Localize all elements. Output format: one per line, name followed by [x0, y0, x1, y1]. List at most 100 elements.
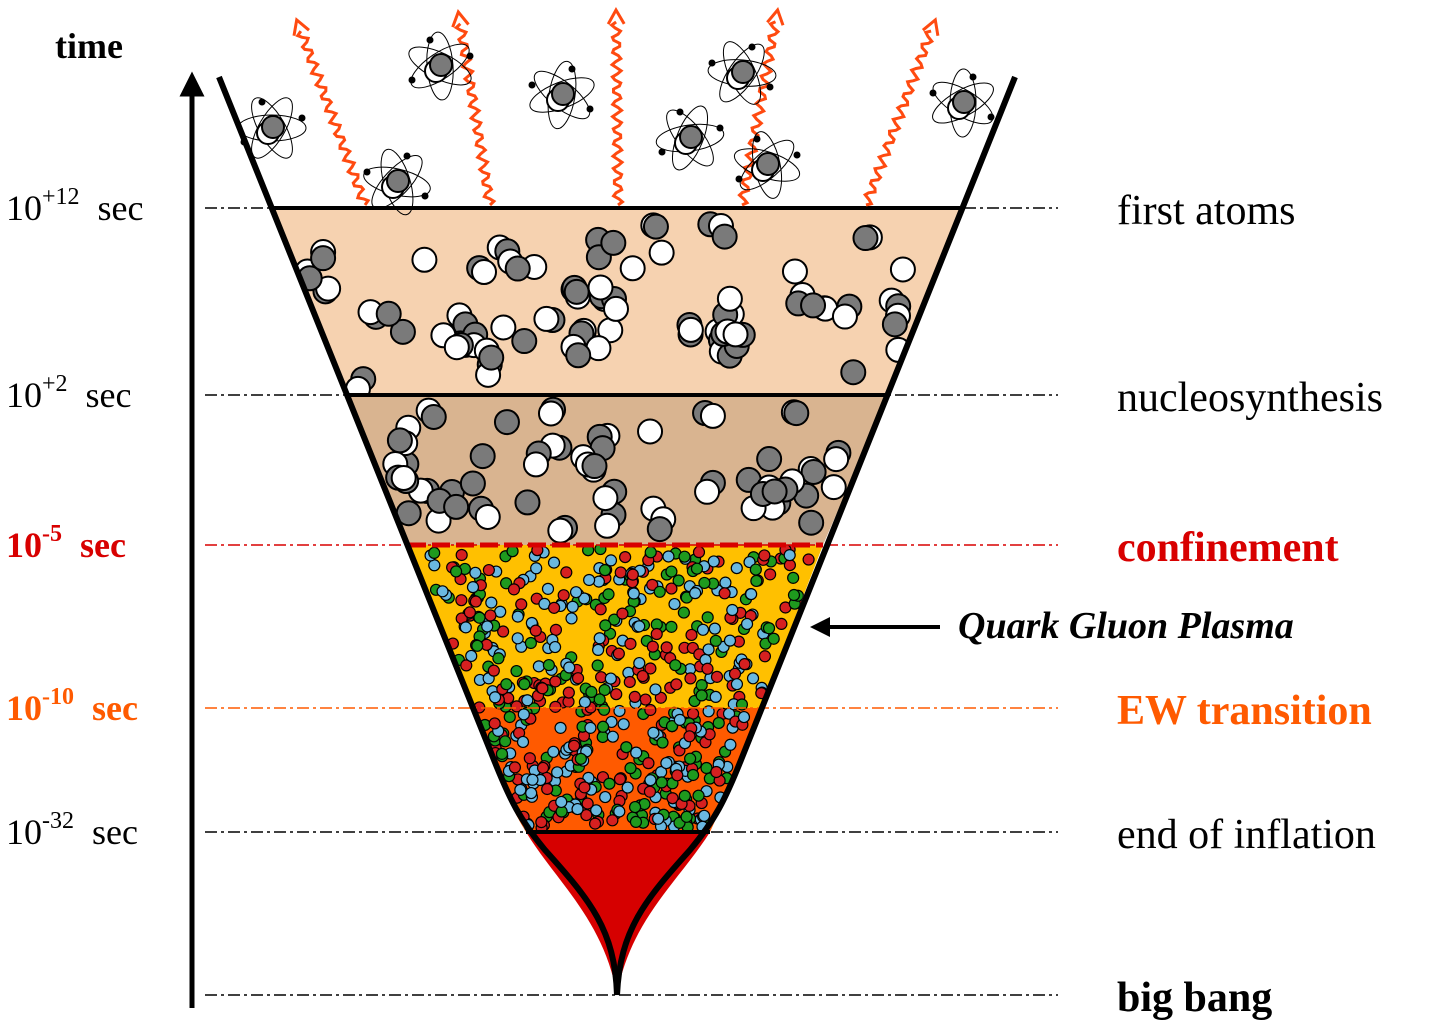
- blue-quark: [517, 708, 530, 721]
- red-quark: [783, 558, 796, 572]
- blue-quark: [563, 661, 576, 674]
- green-quark: [599, 619, 612, 632]
- blue-quark: [555, 795, 568, 809]
- atoms-era-nucleon: [587, 274, 614, 301]
- blue-quark: [613, 704, 626, 718]
- red-quark: [738, 658, 751, 671]
- green-quark: [762, 622, 776, 635]
- nuclei-era-nucleon: [386, 427, 413, 454]
- green-quark: [690, 562, 704, 575]
- blue-quark: [547, 556, 561, 569]
- green-quark: [591, 659, 604, 672]
- green-quark: [598, 683, 611, 697]
- electron: [658, 148, 666, 156]
- atoms-era-nucleon: [565, 342, 592, 369]
- green-quark: [428, 546, 441, 560]
- nuclei-era-nucleon: [594, 512, 621, 539]
- nucleus-gray: [261, 115, 285, 139]
- green-quark: [787, 571, 800, 584]
- green-quark: [665, 720, 679, 733]
- atoms-era-nucleon: [600, 229, 627, 256]
- blue-quark: [613, 805, 626, 818]
- green-quark: [503, 710, 516, 724]
- blue-quark: [569, 586, 583, 599]
- nuclei-era-nucleon: [699, 402, 726, 429]
- red-quark: [508, 761, 522, 774]
- red-quark: [710, 670, 724, 683]
- electron: [708, 59, 716, 67]
- blue-quark: [551, 766, 564, 779]
- atom: [929, 68, 995, 138]
- green-quark: [695, 689, 708, 702]
- nucleus-gray: [952, 90, 976, 114]
- blue-quark: [566, 600, 579, 613]
- nuclei-era-nucleon: [443, 493, 470, 520]
- blue-quark: [723, 634, 737, 647]
- green-quark: [692, 789, 705, 802]
- atoms-era-nucleon: [840, 359, 867, 386]
- photon-arrowhead: [766, 7, 785, 26]
- atom: [733, 131, 801, 199]
- atom: [707, 41, 777, 105]
- red-quark: [666, 792, 679, 805]
- atoms-era-nucleon: [642, 213, 669, 240]
- red-quark: [646, 640, 659, 653]
- green-quark: [709, 634, 722, 647]
- blue-quark: [621, 781, 634, 794]
- red-quark: [616, 607, 629, 620]
- red-quark: [623, 675, 636, 689]
- electron-orbit: [371, 155, 423, 209]
- funnel-outline-left: [216, 75, 620, 996]
- red-quark: [588, 817, 602, 830]
- red-quark: [535, 816, 548, 829]
- nuclei-era-nucleon: [646, 516, 673, 543]
- blue-quark: [737, 710, 751, 724]
- nucleus-gray: [731, 60, 755, 84]
- atoms-era-nucleon: [478, 344, 505, 371]
- atom: [363, 148, 431, 216]
- red-quark: [613, 773, 627, 786]
- nuclei-era-nucleon: [783, 400, 810, 427]
- atoms-era-nucleon: [677, 316, 704, 343]
- red-quark: [469, 595, 482, 608]
- electron: [586, 105, 594, 113]
- electron: [240, 138, 248, 146]
- blue-quark: [662, 550, 675, 563]
- blue-quark: [649, 683, 662, 696]
- atoms-era-nucleon: [602, 295, 629, 322]
- green-quark: [677, 606, 690, 619]
- green-quark: [665, 620, 678, 633]
- blue-quark: [652, 812, 665, 825]
- green-quark: [644, 546, 657, 559]
- blue-quark: [547, 745, 560, 758]
- time-axis-label: time: [55, 26, 123, 66]
- blue-quark: [530, 562, 543, 575]
- green-quark: [596, 720, 610, 733]
- blue-quark: [511, 610, 524, 623]
- blue-quark: [554, 721, 567, 734]
- red-quark: [758, 549, 771, 562]
- red-quark: [515, 598, 528, 611]
- event-label-nucleosynthesis: nucleosynthesis: [1117, 375, 1383, 421]
- blue-quark: [644, 774, 657, 787]
- green-quark: [500, 678, 513, 691]
- nuclei-era-nucleon: [390, 465, 417, 492]
- atoms-era-nucleon: [389, 318, 416, 345]
- blue-quark: [783, 549, 796, 562]
- electron: [716, 124, 724, 132]
- red-quark: [606, 814, 619, 827]
- red-quark: [612, 647, 625, 660]
- red-quark: [628, 690, 641, 703]
- red-quark: [455, 548, 468, 562]
- blue-quark: [466, 581, 480, 594]
- atom: [528, 60, 595, 130]
- blue-quark: [719, 576, 732, 589]
- green-quark: [598, 703, 611, 716]
- red-quark: [488, 717, 501, 730]
- photon-wave: [295, 30, 371, 206]
- red-quark: [460, 659, 473, 672]
- blue-quark: [696, 623, 710, 636]
- atoms-era-nucleon: [831, 303, 858, 330]
